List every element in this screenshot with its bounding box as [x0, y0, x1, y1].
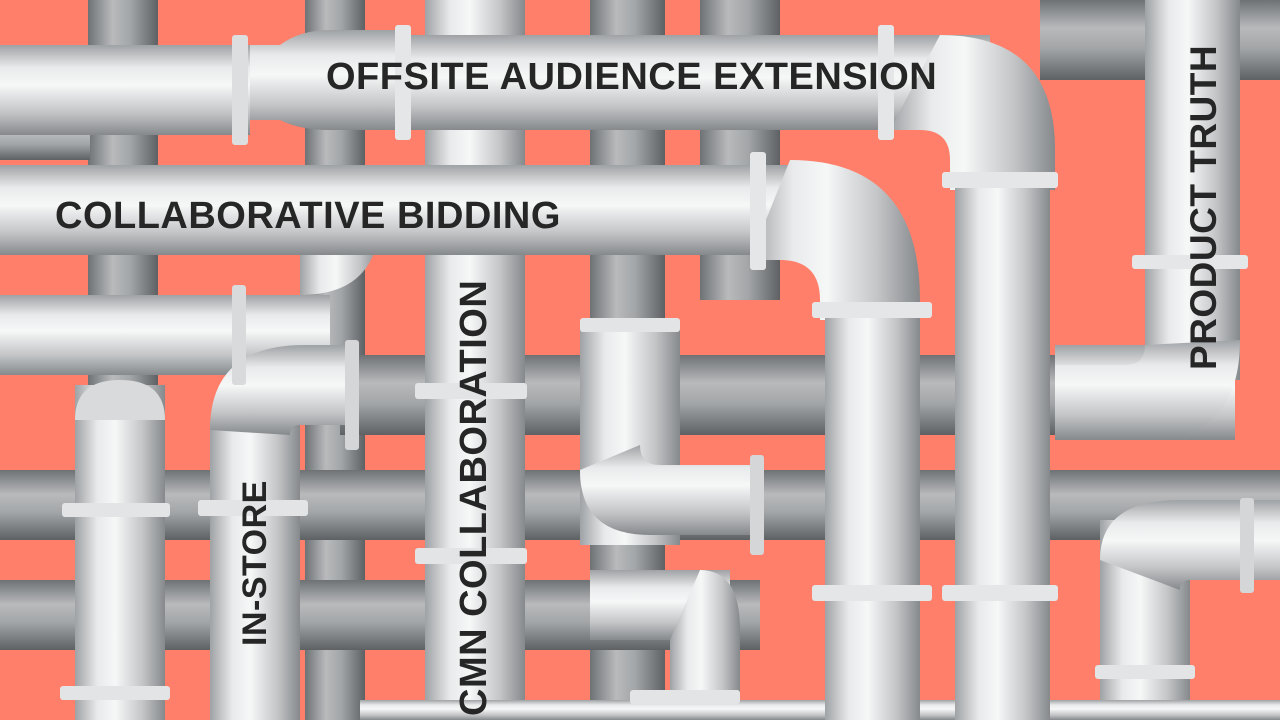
label-product-truth: PRODUCT TRUTH: [1183, 44, 1224, 370]
label-in-store: IN-STORE: [236, 480, 274, 646]
label-collaborative-bidding: COLLABORATIVE BIDDING: [55, 195, 561, 237]
front-pipes: [0, 0, 1248, 720]
label-cmn-collaboration: CMN COLLABORATION: [453, 279, 495, 716]
label-offsite-audience-extension: OFFSITE AUDIENCE EXTENSION: [326, 56, 938, 98]
